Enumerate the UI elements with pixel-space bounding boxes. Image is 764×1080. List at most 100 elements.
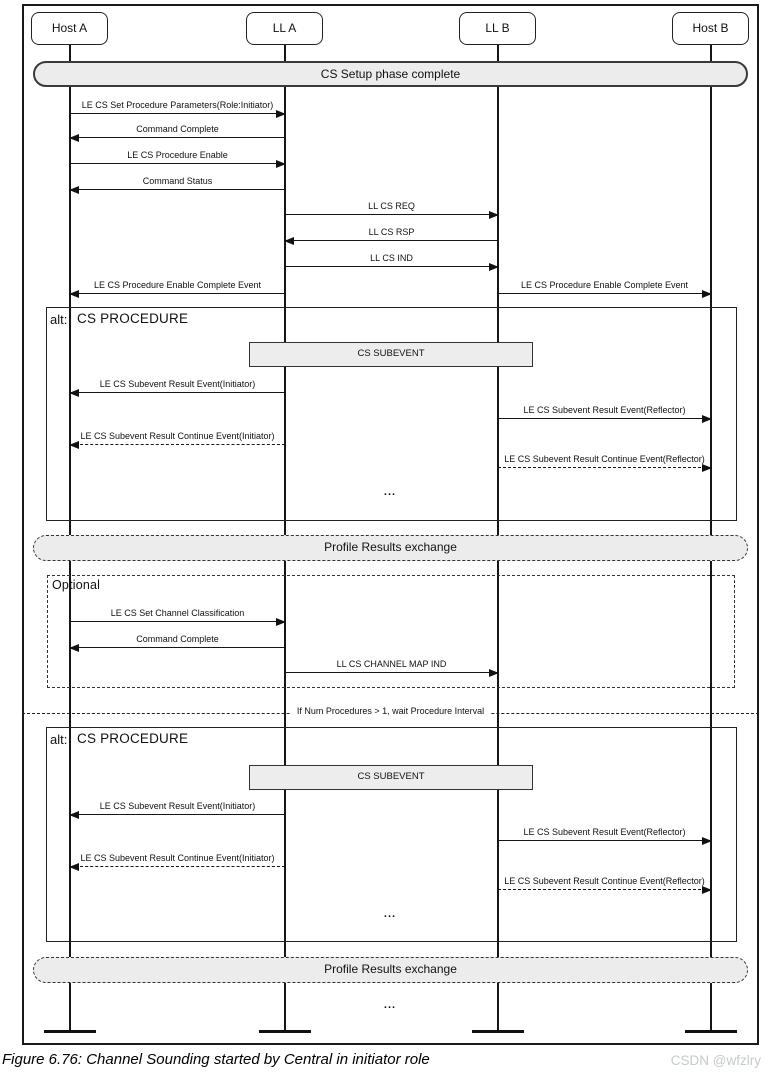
message-label: LE CS Subevent Result Continue Event(Ini… <box>80 853 275 863</box>
frame-operator-label: alt: <box>50 732 68 747</box>
message-line <box>70 189 285 190</box>
frame-title-label: Optional <box>52 578 101 592</box>
message-line <box>285 214 498 215</box>
divider-text: If Num Procedures > 1, wait Procedure In… <box>290 706 491 716</box>
arrowhead-right-icon <box>702 415 712 423</box>
arrowhead-right-icon <box>702 886 712 894</box>
arrowhead-right-icon <box>489 263 499 271</box>
message-line <box>70 814 285 815</box>
arrowhead-right-icon <box>489 211 499 219</box>
message-label: LE CS Subevent Result Continue Event(Ini… <box>80 431 275 441</box>
message-line <box>498 467 711 468</box>
message: LE CS Procedure Enable Complete Event <box>498 277 712 298</box>
arrowhead-left-icon <box>69 186 79 194</box>
message: LE CS Subevent Result Event(Reflector) <box>498 824 712 845</box>
message-label: LE CS Subevent Result Event(Initiator) <box>99 379 256 389</box>
message-label: LE CS Set Channel Classification <box>110 608 245 618</box>
frame-operator-label: alt: <box>50 312 68 327</box>
message-line <box>70 621 285 622</box>
arrowhead-left-icon <box>284 237 294 245</box>
message: LL CS REQ <box>285 198 499 219</box>
arrowhead-right-icon <box>276 618 286 626</box>
message-label: LE CS Procedure Enable Complete Event <box>520 280 689 290</box>
arrowhead-right-icon <box>276 160 286 168</box>
message-line <box>70 113 285 114</box>
message: LL CS RSP <box>284 224 498 245</box>
message: LE CS Subevent Result Event(Initiator) <box>69 376 285 397</box>
message-label: LE CS Subevent Result Continue Event(Ref… <box>504 454 705 464</box>
message-label: Command Complete <box>136 634 219 644</box>
message-line <box>498 889 711 890</box>
message-label: LE CS Procedure Enable Complete Event <box>93 280 262 290</box>
cs-subevent-box: CS SUBEVENT <box>249 765 533 790</box>
message-label: LE CS Subevent Result Event(Reflector) <box>523 405 686 415</box>
message-label: Command Complete <box>136 124 219 134</box>
message: Command Complete <box>69 631 285 652</box>
message: LE CS Subevent Result Continue Event(Ini… <box>69 428 285 449</box>
arrowhead-left-icon <box>69 811 79 819</box>
phase-band: CS Setup phase complete <box>33 61 748 87</box>
message: LL CS IND <box>285 250 499 271</box>
figure-caption: Figure 6.76: Channel Sounding started by… <box>2 1051 430 1068</box>
message-label: LL CS REQ <box>368 201 415 211</box>
message-line <box>70 293 285 294</box>
message-label: LL CS CHANNEL MAP IND <box>336 659 447 669</box>
arrowhead-right-icon <box>702 837 712 845</box>
message: LE CS Subevent Result Event(Reflector) <box>498 402 712 423</box>
actor-box-ll_b: LL B <box>459 12 536 45</box>
message: LE CS Set Procedure Parameters(Role:Init… <box>70 97 286 118</box>
message-line <box>285 266 498 267</box>
message-line <box>70 866 285 867</box>
cs-subevent-box: CS SUBEVENT <box>249 342 533 367</box>
message-line <box>498 840 711 841</box>
frame-title-label: CS PROCEDURE <box>77 731 189 746</box>
message-line <box>285 672 498 673</box>
message-line <box>70 163 285 164</box>
actor-box-host_a: Host A <box>31 12 108 45</box>
message-label: Command Status <box>142 176 213 186</box>
arrowhead-right-icon <box>276 110 286 118</box>
frame-title-label: CS PROCEDURE <box>77 311 189 326</box>
arrowhead-left-icon <box>69 863 79 871</box>
message: LE CS Procedure Enable <box>70 147 286 168</box>
actor-box-ll_a: LL A <box>246 12 323 45</box>
actor-box-host_b: Host B <box>672 12 749 45</box>
message-line <box>498 418 711 419</box>
phase-band: Profile Results exchange <box>33 535 748 561</box>
continuation-ellipsis: ... <box>383 999 397 1011</box>
arrowhead-right-icon <box>702 464 712 472</box>
message: LE CS Procedure Enable Complete Event <box>69 277 285 298</box>
message: LE CS Subevent Result Event(Initiator) <box>69 798 285 819</box>
message-label: LL CS RSP <box>368 227 415 237</box>
optional-frame: Optional <box>47 575 735 688</box>
message: LE CS Subevent Result Continue Event(Ref… <box>498 451 712 472</box>
message: LE CS Subevent Result Continue Event(Ini… <box>69 850 285 871</box>
message-label: LE CS Subevent Result Event(Initiator) <box>99 801 256 811</box>
message: Command Complete <box>69 121 285 142</box>
message-label: LE CS Set Procedure Parameters(Role:Init… <box>81 100 274 110</box>
message-line <box>70 444 285 445</box>
alt-frame: alt: CS PROCEDURE <box>46 307 737 521</box>
arrowhead-left-icon <box>69 290 79 298</box>
message: LE CS Set Channel Classification <box>70 605 286 626</box>
arrowhead-left-icon <box>69 134 79 142</box>
message: Command Status <box>69 173 285 194</box>
arrowhead-left-icon <box>69 389 79 397</box>
diagram-frame <box>22 4 759 1045</box>
message-label: LE CS Procedure Enable <box>127 150 228 160</box>
message-line <box>70 137 285 138</box>
arrowhead-right-icon <box>489 669 499 677</box>
message-line <box>70 392 285 393</box>
lifeline-end-host_a <box>44 1030 96 1033</box>
procedure-interval-label: If Num Procedures > 1, wait Procedure In… <box>22 706 759 716</box>
message-label: LE CS Subevent Result Continue Event(Ref… <box>504 876 705 886</box>
alt-frame: alt: CS PROCEDURE <box>46 727 737 942</box>
message-line <box>70 647 285 648</box>
message-line <box>285 240 498 241</box>
continuation-ellipsis: ... <box>383 908 397 920</box>
message: LE CS Subevent Result Continue Event(Ref… <box>498 873 712 894</box>
message: LL CS CHANNEL MAP IND <box>285 656 499 677</box>
phase-band: Profile Results exchange <box>33 957 748 983</box>
message-line <box>498 293 711 294</box>
continuation-ellipsis: ... <box>383 486 397 498</box>
